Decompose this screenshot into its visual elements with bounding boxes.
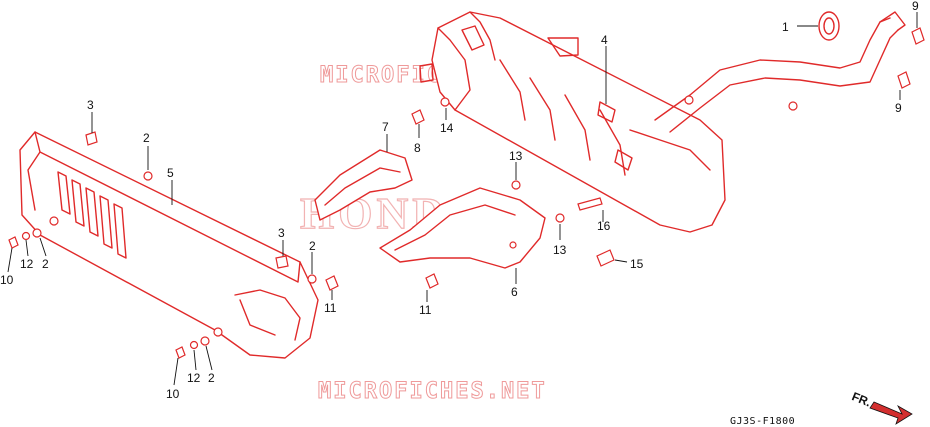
callout-7: 7 <box>382 120 389 134</box>
callout-13-bottom: 13 <box>553 243 567 257</box>
callout-2-left: 2 <box>42 257 49 271</box>
watermark-bottom: MICROFICHES.NET <box>318 379 547 404</box>
callout-12-left: 12 <box>20 257 34 271</box>
callout-8: 8 <box>414 141 421 155</box>
callout-9-bottom: 9 <box>895 101 902 115</box>
callout-3-mid: 3 <box>278 226 285 240</box>
direction-label: FR. <box>850 389 873 409</box>
callout-4: 4 <box>601 33 608 47</box>
callout-14: 14 <box>440 121 454 135</box>
leader-lines <box>7 12 918 386</box>
callout-9-top: 9 <box>912 0 919 13</box>
heat-shield-lower <box>379 187 546 269</box>
callout-2-top: 2 <box>143 131 150 145</box>
callout-labels: 1 2 2 2 2 3 3 4 5 6 7 8 9 9 10 10 11 11 … <box>0 0 919 401</box>
callout-10-left: 10 <box>0 273 14 287</box>
muffler <box>419 11 906 233</box>
callout-16: 16 <box>597 219 611 233</box>
muffler-protector <box>19 131 319 359</box>
callout-6: 6 <box>511 285 518 299</box>
callout-11-lower: 11 <box>419 303 432 317</box>
callout-2-bottom: 2 <box>208 371 215 385</box>
hardware <box>8 27 925 359</box>
callout-15: 15 <box>630 257 644 271</box>
callout-1: 1 <box>782 20 789 34</box>
callout-13-top: 13 <box>509 149 523 163</box>
callout-12-bottom: 12 <box>187 371 201 385</box>
callout-5: 5 <box>167 166 174 180</box>
callout-11-mid: 11 <box>324 301 337 315</box>
diagram-code: GJ3S-F1800 <box>730 416 795 427</box>
callout-2-mid: 2 <box>309 239 316 253</box>
gasket <box>818 11 840 41</box>
heat-shield-upper <box>314 149 413 221</box>
front-direction-arrow: FR. <box>850 389 913 425</box>
callout-10-bottom: 10 <box>166 387 180 401</box>
callout-3-top: 3 <box>87 98 94 112</box>
